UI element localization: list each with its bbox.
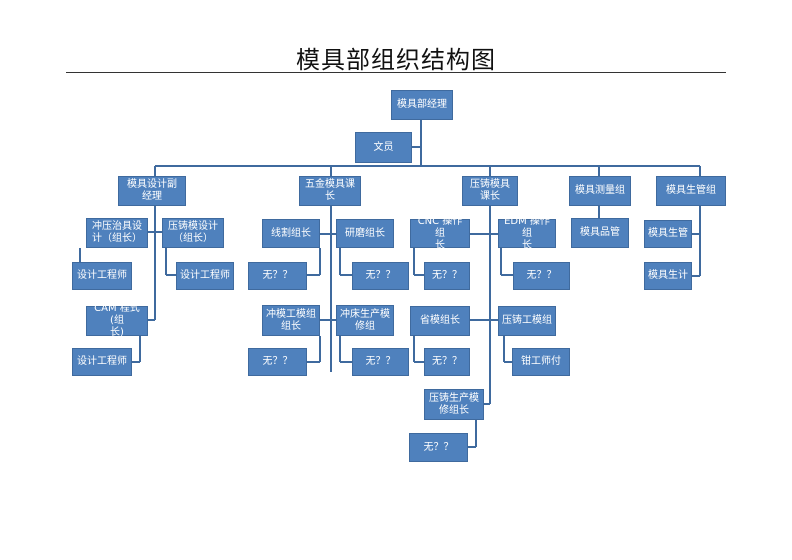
node-fitter[interactable]: 钳工师付: [512, 348, 570, 376]
node-province-mold-lead[interactable]: 省模组长: [410, 306, 470, 336]
node-die-cast-design-lead[interactable]: 压铸模设计 （组长）: [162, 218, 224, 248]
node-grinding-lead[interactable]: 研磨组长: [336, 219, 394, 248]
node-manager[interactable]: 模具部经理: [391, 90, 453, 120]
node-design-deputy[interactable]: 模具设计副 经理: [118, 176, 186, 206]
node-mold-prod-mgmt[interactable]: 模具生管: [644, 220, 692, 248]
node-none-1[interactable]: 无？？: [248, 262, 307, 290]
node-none-4[interactable]: 无？？: [352, 348, 409, 376]
node-none-6[interactable]: 无？？: [513, 262, 570, 290]
node-edm-lead[interactable]: EDM 操作组 长: [498, 216, 556, 251]
node-hardware-mold-chief[interactable]: 五金模具课 长: [299, 176, 361, 206]
node-mold-prod-plan[interactable]: 模具生计: [644, 262, 692, 290]
node-cnc-lead[interactable]: CNC 操作组 长: [410, 216, 470, 251]
node-none-3[interactable]: 无？？: [248, 348, 307, 376]
node-cam-lead[interactable]: CAM 程式(组 长): [86, 303, 148, 338]
node-die-cast-chief[interactable]: 压铸模具 课长: [462, 176, 518, 206]
node-design-engineer-1[interactable]: 设计工程师: [72, 262, 132, 290]
node-stamping-fixture-lead[interactable]: 冲压治具设 计（组长）: [86, 218, 148, 248]
node-punch-prod-repair-lead[interactable]: 冲床生产模 修组: [336, 305, 394, 336]
chart-title: 模具部组织结构图: [296, 46, 496, 74]
node-none-8[interactable]: 无？？: [409, 433, 468, 462]
node-die-cast-mold-group[interactable]: 压铸工模组: [498, 306, 556, 336]
node-wire-cut-lead[interactable]: 线割组长: [262, 219, 320, 248]
node-stamping-mold-lead[interactable]: 冲模工模组 组长: [262, 305, 320, 336]
node-design-engineer-2[interactable]: 设计工程师: [176, 262, 234, 290]
node-none-5[interactable]: 无？？: [424, 262, 470, 290]
node-measurement-group[interactable]: 模具测量组: [569, 176, 631, 206]
node-die-cast-prod-repair-lead[interactable]: 压铸生产模 修组长: [424, 389, 484, 420]
title-underline: [66, 72, 726, 73]
node-clerk[interactable]: 文员: [355, 132, 412, 163]
node-production-mgmt-group[interactable]: 模具生管组: [656, 176, 726, 206]
node-design-engineer-3[interactable]: 设计工程师: [72, 348, 132, 376]
node-none-2[interactable]: 无？？: [352, 262, 409, 290]
node-none-7[interactable]: 无？？: [424, 348, 470, 376]
node-mold-qc[interactable]: 模具品管: [571, 218, 629, 248]
